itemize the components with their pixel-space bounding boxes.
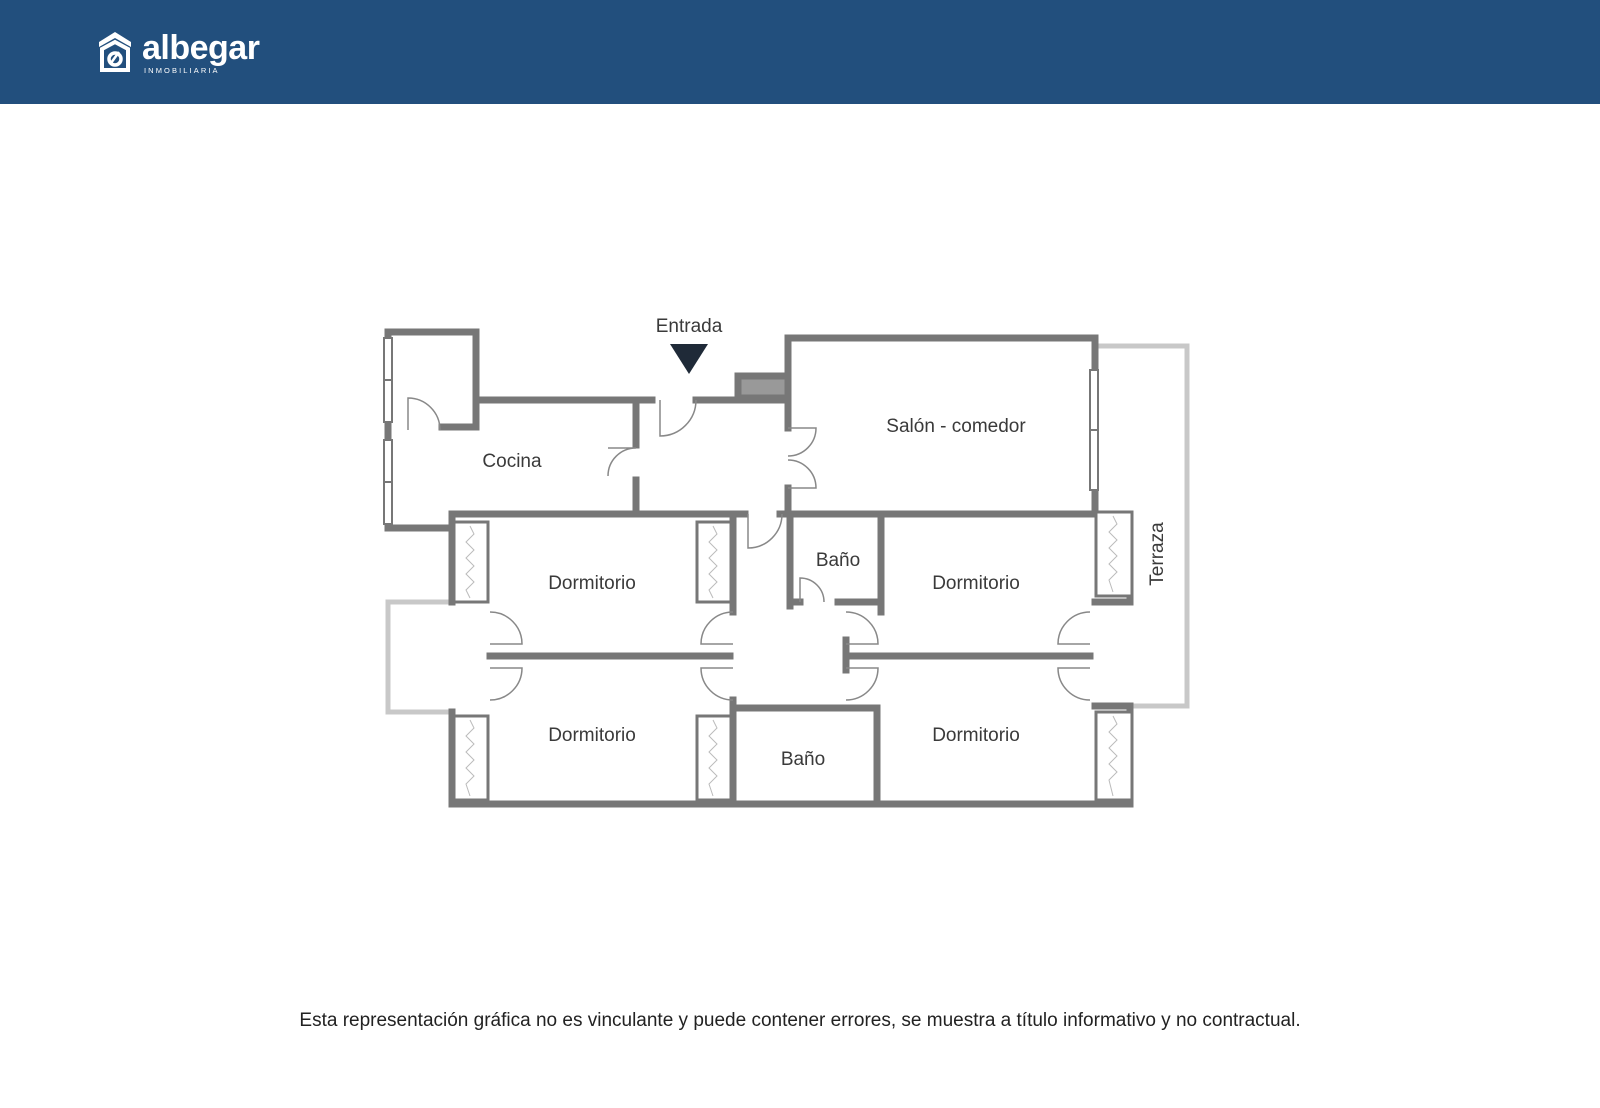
room-label-dormitorio-top-left: Dormitorio <box>548 573 636 594</box>
walls <box>384 328 1134 808</box>
entrance-arrow-icon <box>670 344 708 374</box>
entrance-label: Entrada <box>656 316 723 337</box>
room-label-cocina: Cocina <box>482 451 542 472</box>
room-label-terraza: Terraza <box>1147 522 1168 586</box>
brand-subtitle: INMOBILIARIA <box>144 66 220 76</box>
room-label-salon: Salón - comedor <box>886 416 1026 437</box>
terrace-outline <box>385 343 1190 715</box>
room-label-dormitorio-bottom-left: Dormitorio <box>548 725 636 746</box>
windows <box>383 337 1099 525</box>
wardrobes <box>452 510 1134 802</box>
room-label-dormitorio-bottom-right: Dormitorio <box>932 725 1020 746</box>
room-label-bano-bottom: Baño <box>781 749 825 770</box>
brand-name: albegar <box>142 29 260 68</box>
house-shield-icon <box>99 32 131 72</box>
brand-logo[interactable]: albegar INMOBILIARIA <box>96 28 260 78</box>
wardrobe-hatching <box>465 515 1118 797</box>
header-bar: albegar INMOBILIARIA <box>0 0 1600 104</box>
doors <box>407 397 1091 701</box>
room-label-dormitorio-top-right: Dormitorio <box>932 573 1020 594</box>
disclaimer-text: Esta representación gráfica no es vincul… <box>299 1010 1301 1031</box>
room-label-bano-top: Baño <box>816 550 860 571</box>
